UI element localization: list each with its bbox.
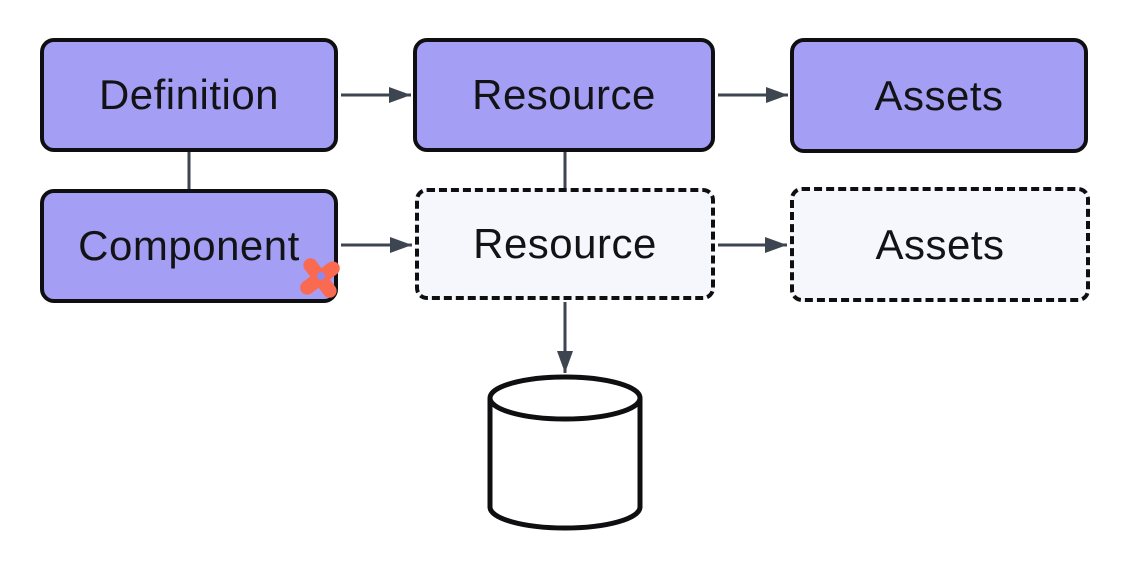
node-assets-dashed-label: Assets	[875, 220, 1005, 268]
node-resource-dashed: Resource	[415, 188, 715, 300]
node-assets-top: Assets	[790, 38, 1088, 153]
node-component-label: Component	[78, 222, 300, 269]
node-definition: Definition	[40, 38, 338, 152]
node-resource-top: Resource	[413, 38, 715, 152]
node-assets-top-label: Assets	[874, 71, 1004, 119]
node-definition-label: Definition	[98, 71, 280, 118]
node-resource-top-label: Resource	[472, 71, 656, 118]
node-assets-dashed: Assets	[790, 187, 1090, 302]
node-resource-dashed-label: Resource	[473, 220, 657, 267]
node-component: Component	[40, 189, 338, 303]
dagster-pinwheel-icon	[300, 258, 340, 298]
database-cylinder-icon	[487, 374, 643, 531]
